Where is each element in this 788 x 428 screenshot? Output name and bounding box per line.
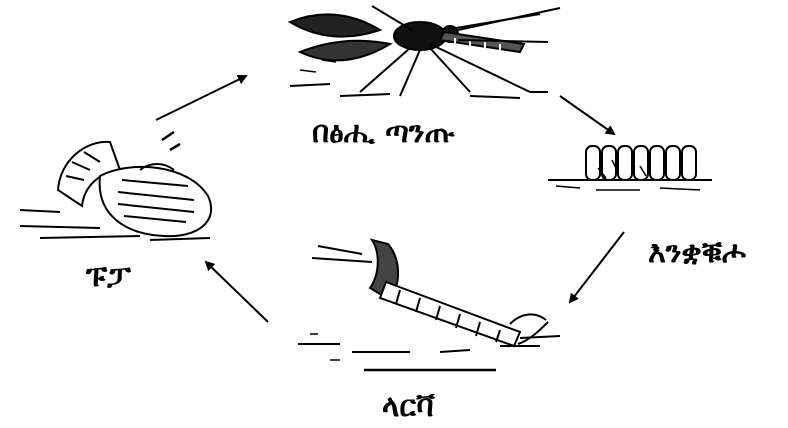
arrow-pupa-to-adult (156, 76, 246, 120)
adult-mosquito-illustration (290, 6, 560, 98)
eggs-illustration (548, 146, 712, 190)
stage-label-adult: በፅሒ ጣንጡ (312, 118, 455, 148)
arrow-larva-to-pupa (206, 262, 268, 322)
arrow-adult-to-eggs (560, 96, 614, 134)
larva-illustration (298, 240, 560, 370)
stage-label-pupa: ፑፓ (86, 262, 131, 292)
stage-label-eggs: እንቋቑሖ (648, 238, 746, 268)
stage-label-larva: ላርቫ (382, 392, 435, 422)
pupa-illustration (20, 132, 211, 240)
arrow-eggs-to-larva (570, 232, 624, 302)
